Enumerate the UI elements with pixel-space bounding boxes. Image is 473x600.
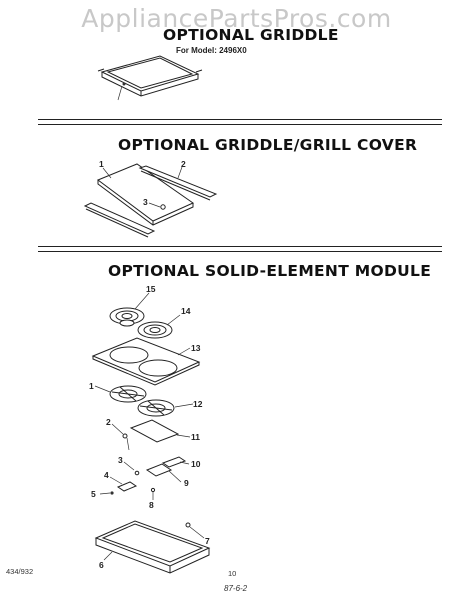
callout-14: 14 [181, 306, 191, 316]
callout-5: 5 [91, 489, 96, 499]
watermark: AppliancePartsPros.com [81, 4, 392, 33]
callout-3: 3 [118, 455, 123, 465]
handwritten-mark: 87-6-2 [224, 584, 248, 593]
callout-13: 13 [191, 343, 201, 353]
callout-8: 8 [149, 500, 154, 510]
callout-12: 12 [193, 399, 203, 409]
page-number: 10 [228, 569, 237, 578]
callout-2: 2 [106, 417, 111, 427]
section-divider [38, 119, 442, 120]
section-divider [38, 124, 442, 125]
section-divider [38, 246, 442, 247]
callout-11: 11 [191, 432, 200, 442]
griddle-grill-cover-illustration [83, 163, 218, 238]
callout-9: 9 [184, 478, 189, 488]
callout-2: 2 [181, 159, 186, 169]
griddle-model-subtitle: For Model: 2496X0 [176, 46, 247, 55]
griddle-illustration [97, 55, 203, 101]
solid-element-module-title: OPTIONAL SOLID-ELEMENT MODULE [108, 262, 432, 280]
callout-3: 3 [143, 197, 148, 207]
solid-element-module-illustration [91, 292, 211, 574]
callout-1: 1 [89, 381, 94, 391]
callout-10: 10 [191, 459, 201, 469]
section-divider [38, 251, 442, 252]
callout-1: 1 [99, 159, 104, 169]
griddle-grill-cover-title: OPTIONAL GRIDDLE/GRILL COVER [118, 136, 418, 154]
callout-15: 15 [146, 284, 156, 294]
griddle-title: OPTIONAL GRIDDLE [163, 26, 339, 44]
callout-4: 4 [104, 470, 109, 480]
callout-7: 7 [205, 536, 210, 546]
document-number: 434/932 [6, 567, 34, 576]
callout-6: 6 [99, 560, 104, 570]
